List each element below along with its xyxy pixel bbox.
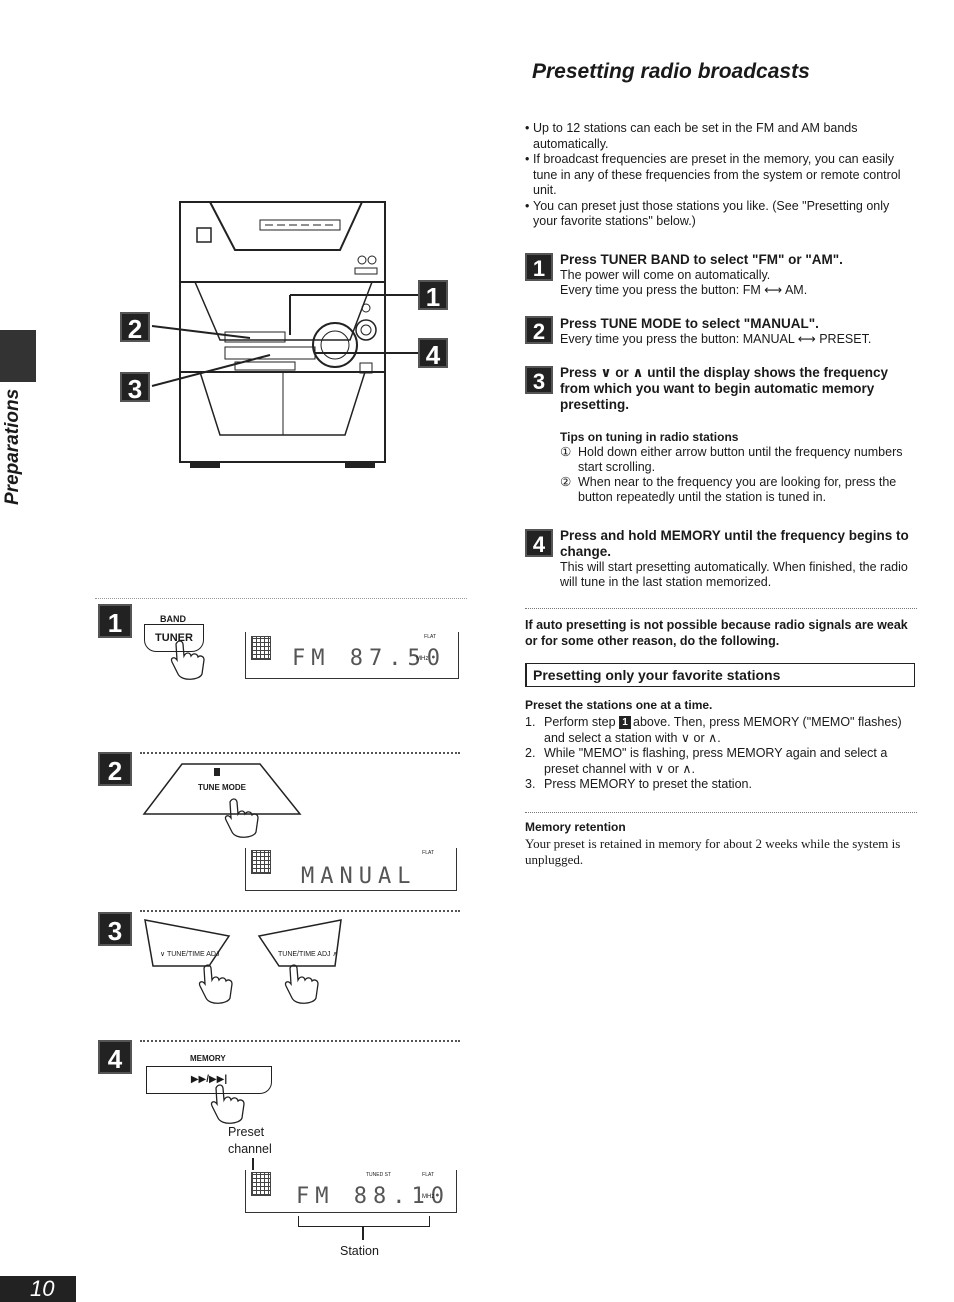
panel-1-display: FLAT FM 87.50 MHz: [245, 632, 459, 679]
tip-marker: ①: [560, 445, 572, 459]
panel-2-divider: [140, 752, 460, 754]
panel-2-step: 2: [98, 752, 132, 786]
display-grid-icon: [251, 636, 271, 660]
station-label: Station: [340, 1244, 379, 1258]
preset-pointer: [252, 1158, 254, 1176]
panel-3-step: 3: [98, 912, 132, 946]
callout-4: 4: [418, 338, 448, 370]
callout-3: 3: [120, 372, 150, 404]
step-4: Press and hold MEMORY until the frequenc…: [560, 528, 920, 590]
memory-button: ▶▶/▶▶|: [146, 1066, 272, 1094]
page-number-box: 10: [0, 1276, 76, 1302]
station-bracket: [298, 1216, 430, 1227]
preset-channel-label: Preset channel: [228, 1125, 272, 1156]
step-1-line: The power will come on automatically.: [560, 268, 771, 282]
step-4-title: Press and hold MEMORY until the frequenc…: [560, 528, 909, 559]
display-grid-icon: [251, 850, 271, 874]
hand-icon: [170, 640, 205, 680]
panel-3-divider: [140, 910, 460, 912]
display-frequency: FM 87.50: [292, 646, 446, 671]
step-4-badge: 4: [525, 529, 553, 557]
display-frequency: FM 88.10: [296, 1184, 450, 1209]
memory-text: Your preset is retained in memory for ab…: [525, 836, 901, 867]
intro-bullet: If broadcast frequencies are preset in t…: [525, 152, 917, 199]
panel-4-divider: [140, 1040, 460, 1042]
favorites-item: 2. While "MEMO" is flashing, press MEMOR…: [525, 746, 888, 776]
step-3-title: Press ∨ or ∧ until the display shows the…: [560, 365, 889, 412]
display-mode-text: MANUAL: [301, 864, 417, 889]
tuner-button: TUNER: [144, 624, 204, 652]
stereo-illustration: [151, 201, 418, 468]
step-3: Press ∨ or ∧ until the display shows the…: [560, 365, 920, 413]
side-label: Preparations: [2, 389, 24, 505]
side-label-text: Preparations: [2, 388, 23, 505]
down-button: [144, 919, 231, 967]
step-1-title: Press TUNER BAND to select "FM" or "AM".: [560, 252, 843, 267]
step-2: Press TUNE MODE to select "MANUAL". Ever…: [560, 316, 920, 347]
intro-bullet: You can preset just those stations you l…: [525, 199, 917, 230]
display-tuned: TUNED ST: [366, 1172, 391, 1178]
tips-block: Tips on tuning in radio stations ① Hold …: [560, 430, 918, 505]
callout-1: 1: [418, 280, 448, 312]
tips-heading: Tips on tuning in radio stations: [560, 430, 739, 444]
panel-2-display: FLAT MANUAL: [245, 848, 457, 891]
memory-label: MEMORY: [190, 1054, 226, 1063]
favorites-heading: Presetting only your favorite stations: [533, 667, 781, 683]
favorites-heading-box: Presetting only your favorite stations: [525, 663, 915, 687]
step-ref-icon: 1: [619, 716, 632, 730]
display-unit: MHz: [416, 656, 429, 662]
down-button-label: ∨ TUNE/TIME ADJ: [160, 951, 220, 958]
band-label: BAND: [160, 614, 186, 624]
display-flag: FLAT: [424, 634, 436, 640]
hand-icon: [224, 798, 259, 838]
station-pointer: [362, 1226, 364, 1240]
intro-bullets: Up to 12 stations can each be set in the…: [525, 121, 917, 230]
tip-text: When near to the frequency you are looki…: [578, 475, 897, 504]
step-1-line: Every time you press the button: FM ⟷ AM…: [560, 283, 808, 297]
hand-icon: [198, 964, 233, 1004]
display-grid-icon: [251, 1172, 271, 1196]
step-2-badge: 2: [525, 316, 553, 344]
step-2-title: Press TUNE MODE to select "MANUAL".: [560, 316, 819, 331]
callout-2: 2: [120, 312, 150, 344]
step-3-badge: 3: [525, 366, 553, 394]
side-tab-block: [0, 330, 36, 382]
favorites-item: 3. Press MEMORY to preset the station.: [525, 777, 752, 791]
panel-4-display: TUNED ST FLAT FM 88.10 MHz: [245, 1170, 457, 1213]
memory-button-label: ▶▶/▶▶|: [190, 1074, 228, 1085]
page-number: 10: [30, 1276, 55, 1301]
favorites-subheading: Preset the stations one at a time.: [525, 698, 713, 712]
up-button: [257, 919, 342, 967]
panel-4-step: 4: [98, 1040, 132, 1074]
step-1: Press TUNER BAND to select "FM" or "AM".…: [560, 252, 920, 298]
step-2-line: Every time you press the button: MANUAL …: [560, 332, 872, 346]
intro-bullet: Up to 12 stations can each be set in the…: [525, 121, 917, 152]
divider-dotted: [525, 608, 917, 609]
hand-icon: [210, 1084, 245, 1124]
hand-icon: [284, 964, 319, 1004]
tip-item: ① Hold down either arrow button until th…: [560, 445, 918, 475]
panel-1-frame: [95, 598, 467, 599]
tune-mode-button: [142, 763, 302, 815]
panel-1-step: 1: [98, 604, 132, 638]
tune-mode-label: TUNE MODE: [198, 783, 246, 792]
display-flag: FLAT: [422, 850, 434, 856]
divider-dotted: [525, 812, 917, 813]
page-title: Presetting radio broadcasts: [532, 60, 810, 83]
tip-marker: ②: [560, 475, 572, 489]
auto-preset-note: If auto presetting is not possible becau…: [525, 618, 908, 648]
display-flag: FLAT: [422, 1172, 434, 1178]
tuner-button-label: TUNER: [155, 632, 193, 644]
tip-text: Hold down either arrow button until the …: [578, 445, 903, 474]
memory-heading: Memory retention: [525, 820, 626, 834]
display-unit: MHz: [422, 1194, 435, 1200]
step-1-badge: 1: [525, 253, 553, 281]
tip-item: ② When near to the frequency you are loo…: [560, 475, 918, 505]
step-4-line: This will start presetting automatically…: [560, 560, 908, 589]
up-button-label: TUNE/TIME ADJ ∧: [278, 951, 338, 958]
